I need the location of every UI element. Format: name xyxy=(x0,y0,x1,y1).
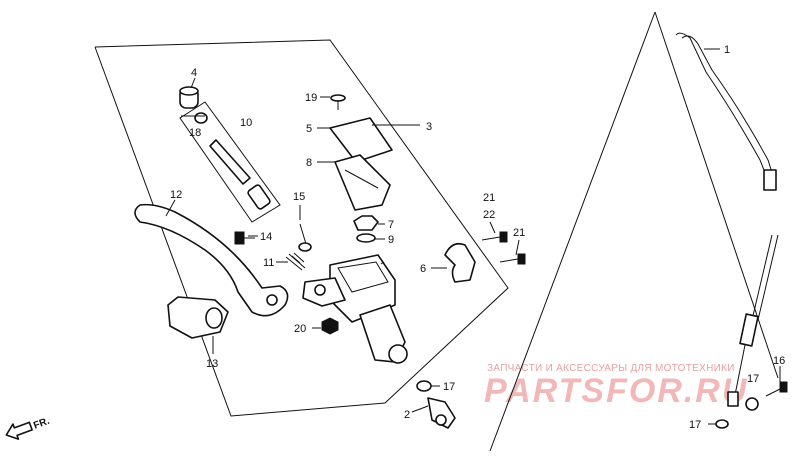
part-19-screw xyxy=(330,94,346,110)
callout-17-bottom: 17 xyxy=(689,419,701,431)
part-20-nut xyxy=(321,317,339,335)
callout-1: 1 xyxy=(724,44,730,56)
callout-4: 4 xyxy=(191,67,197,79)
part-16-bolt xyxy=(765,381,788,397)
part-17-washer-bottom xyxy=(715,419,729,429)
callout-20: 20 xyxy=(294,323,306,335)
callout-14: 14 xyxy=(260,231,272,243)
part-22-bolt xyxy=(481,231,508,243)
callout-2: 2 xyxy=(404,409,410,421)
part-17-washer-top xyxy=(416,380,432,392)
callout-5: 5 xyxy=(306,123,312,135)
clutch-cable xyxy=(489,11,779,452)
part-10-box xyxy=(179,101,281,223)
part-7-cap xyxy=(353,215,379,231)
part-6-clamp xyxy=(444,242,476,283)
watermark-brand: PARTSFOR.RU xyxy=(484,372,748,410)
callout-18: 18 xyxy=(189,127,201,139)
callout-22: 22 xyxy=(483,209,495,221)
part-14-bolt xyxy=(234,231,255,245)
part-21-bolt xyxy=(499,253,526,265)
callout-19: 19 xyxy=(305,92,317,104)
callout-9: 9 xyxy=(388,234,394,246)
part-17-washer-right xyxy=(745,397,759,411)
callout-6: 6 xyxy=(420,263,426,275)
callout-8: 8 xyxy=(306,157,312,169)
callout-7: 7 xyxy=(388,219,394,231)
callout-11: 11 xyxy=(263,257,274,269)
part-18-washer xyxy=(194,112,208,124)
callout-13: 13 xyxy=(206,358,218,370)
part-15-bolt xyxy=(298,223,312,252)
callout-16: 16 xyxy=(773,355,785,367)
callout-21-top: 21 xyxy=(483,192,495,204)
master-cylinder-body xyxy=(302,254,408,364)
part-12-clutch-lever xyxy=(134,203,289,317)
callout-12: 12 xyxy=(170,189,182,201)
callout-17-top: 17 xyxy=(443,381,455,393)
callout-17-right: 17 xyxy=(747,373,759,385)
part-5-reservoir-cap xyxy=(329,117,393,163)
watermark-subtitle: ЗАПЧАСТИ И АКСЕССУАРЫ ДЛЯ МОТОТЕХНИКИ xyxy=(487,363,735,374)
front-direction-arrow: FR. xyxy=(5,416,51,440)
callout-15: 15 xyxy=(293,191,305,203)
part-11-spring xyxy=(285,252,306,271)
callout-3: 3 xyxy=(426,121,432,133)
assembly-outline xyxy=(94,39,509,417)
part-4-boot xyxy=(179,86,199,109)
callout-10: 10 xyxy=(240,117,252,129)
callout-21-side: 21 xyxy=(513,227,525,239)
part-2-switch xyxy=(427,397,456,429)
part-10-pushrod xyxy=(209,139,271,210)
part-9-o-ring xyxy=(356,233,376,243)
part-8-diaphragm xyxy=(334,154,391,211)
front-direction-label: FR. xyxy=(32,416,51,432)
